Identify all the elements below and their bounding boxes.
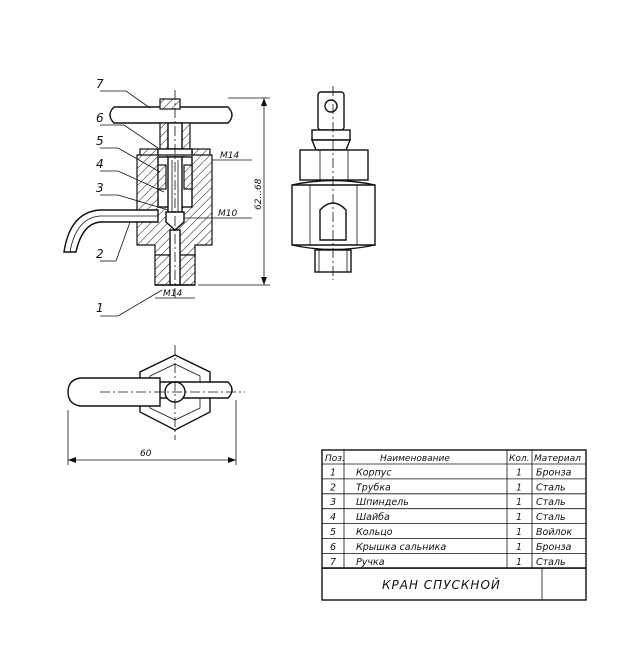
cell-material: Сталь (536, 512, 566, 523)
callout-1: 1 (96, 301, 104, 315)
cell-material: Сталь (536, 482, 566, 493)
cell-name: Кольцо (356, 527, 393, 538)
cell-qty: 1 (516, 557, 522, 568)
cell-name: Крышка сальника (356, 542, 446, 553)
cell-pos: 3 (330, 497, 336, 508)
table-row: 6 Крышка сальника 1 Бронза (330, 542, 572, 553)
dim-height: 62...68 (254, 178, 264, 210)
top-view: 60 (67, 345, 245, 465)
felt-ring (157, 164, 167, 190)
front-section-view (63, 90, 233, 300)
cell-name: Ручка (356, 557, 385, 568)
cell-material: Войлок (536, 527, 572, 538)
cell-material: Сталь (536, 557, 566, 568)
table-row: 1 Корпус 1 Бронза (330, 467, 572, 478)
cell-qty: 1 (516, 467, 522, 478)
cell-pos: 2 (330, 482, 336, 493)
cell-name: Шайба (356, 512, 390, 523)
cell-material: Бронза (536, 542, 572, 553)
header-pos: Поз. (325, 454, 345, 464)
callout-3: 3 (96, 181, 104, 195)
cell-name: Шпиндель (356, 497, 409, 508)
callout-6: 6 (96, 111, 104, 125)
drawing-title: КРАН СПУСКНОЙ (382, 577, 501, 592)
cell-qty: 1 (516, 482, 522, 493)
callout-4: 4 (96, 157, 104, 171)
header-qty: Кол. (509, 454, 530, 464)
handle-nut (159, 98, 181, 110)
dim-thread-top: M14 (220, 151, 239, 161)
cell-material: Сталь (536, 497, 566, 508)
cell-name: Трубка (356, 482, 391, 493)
cell-qty: 1 (516, 542, 522, 553)
table-row: 4 Шайба 1 Сталь (330, 512, 566, 523)
dim-width: 60 (140, 449, 152, 459)
header-material: Материал (534, 454, 581, 464)
cell-qty: 1 (516, 527, 522, 538)
dim-thread-mid: M10 (218, 209, 237, 219)
callout-7: 7 (96, 77, 104, 91)
callout-2: 2 (96, 247, 104, 261)
cell-name: Корпус (356, 467, 392, 478)
front-dimensions: M14 M10 M14 62...68 (155, 97, 270, 299)
cell-qty: 1 (516, 512, 522, 523)
cell-material: Бронза (536, 467, 572, 478)
dim-thread-bottom: M14 (163, 289, 182, 299)
cell-pos: 6 (330, 542, 336, 553)
callouts: 7 6 5 4 3 2 1 (96, 77, 169, 317)
table-row: 2 Трубка 1 Сталь (330, 482, 566, 493)
cell-qty: 1 (516, 497, 522, 508)
cell-pos: 7 (330, 557, 336, 568)
table-row: 5 Кольцо 1 Войлок (330, 527, 572, 538)
header-name: Наименование (380, 454, 450, 464)
table-row: 7 Ручка 1 Сталь (330, 557, 566, 568)
cell-pos: 5 (330, 527, 336, 538)
cell-pos: 4 (330, 512, 336, 523)
handle-part (109, 106, 233, 124)
table-row: 3 Шпиндель 1 Сталь (330, 497, 566, 508)
cell-pos: 1 (330, 467, 336, 478)
side-view (291, 86, 376, 280)
callout-5: 5 (96, 134, 104, 148)
